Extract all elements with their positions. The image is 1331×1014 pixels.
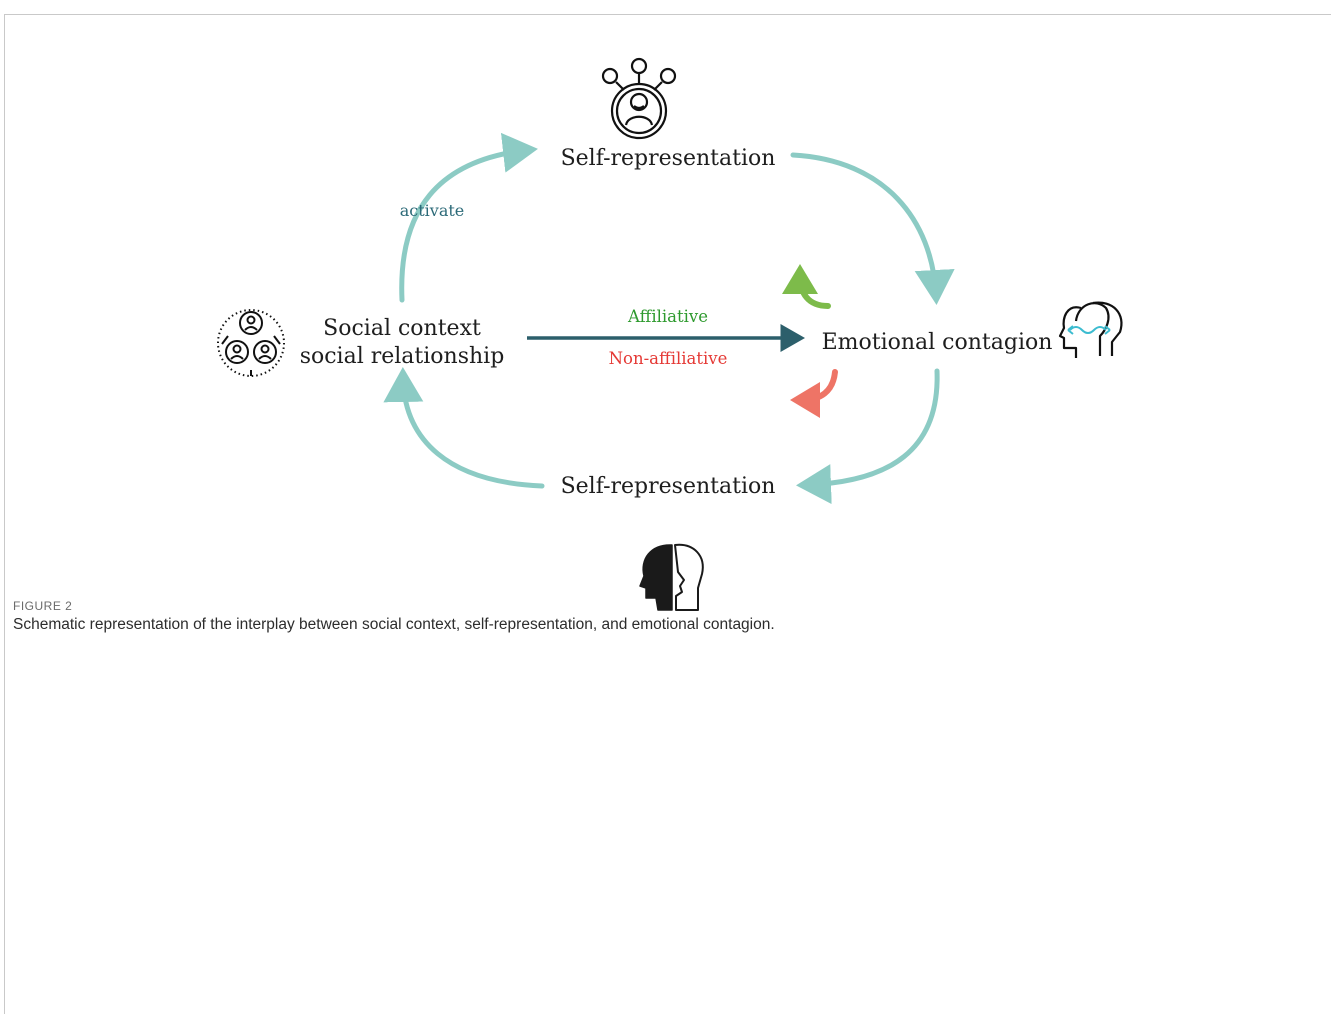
red-curved-arrow — [790, 369, 838, 418]
arrow-emotional-to-bottom — [796, 368, 940, 505]
emotional-contagion-label: Emotional contagion — [822, 330, 1053, 355]
bottom-node-label: Self-representation — [561, 474, 776, 499]
diagram: Self-representation Social context socia… — [217, 57, 1123, 611]
top-node-label: Self-representation — [561, 146, 776, 171]
social-relationship-label: social relationship — [300, 344, 505, 369]
figure-caption: Schematic representation of the interpla… — [13, 616, 775, 633]
affiliative-label: Affiliative — [627, 307, 708, 326]
social-context-label: Social context — [323, 316, 481, 341]
figure-frame — [4, 14, 1331, 1014]
arrow-top-to-emotional — [790, 152, 955, 305]
figure-label: FIGURE 2 — [13, 599, 73, 613]
social-group-icon — [217, 309, 285, 377]
arrow-social-to-top — [399, 132, 538, 303]
face-profiles-icon — [639, 543, 704, 611]
non-affiliative-label: Non-affiliative — [609, 349, 728, 368]
arrow-bottom-to-social — [383, 367, 545, 489]
activate-label: activate — [400, 201, 465, 220]
two-heads-icon — [1058, 301, 1123, 358]
green-curved-arrow — [782, 264, 831, 309]
people-network-icon — [601, 57, 677, 140]
